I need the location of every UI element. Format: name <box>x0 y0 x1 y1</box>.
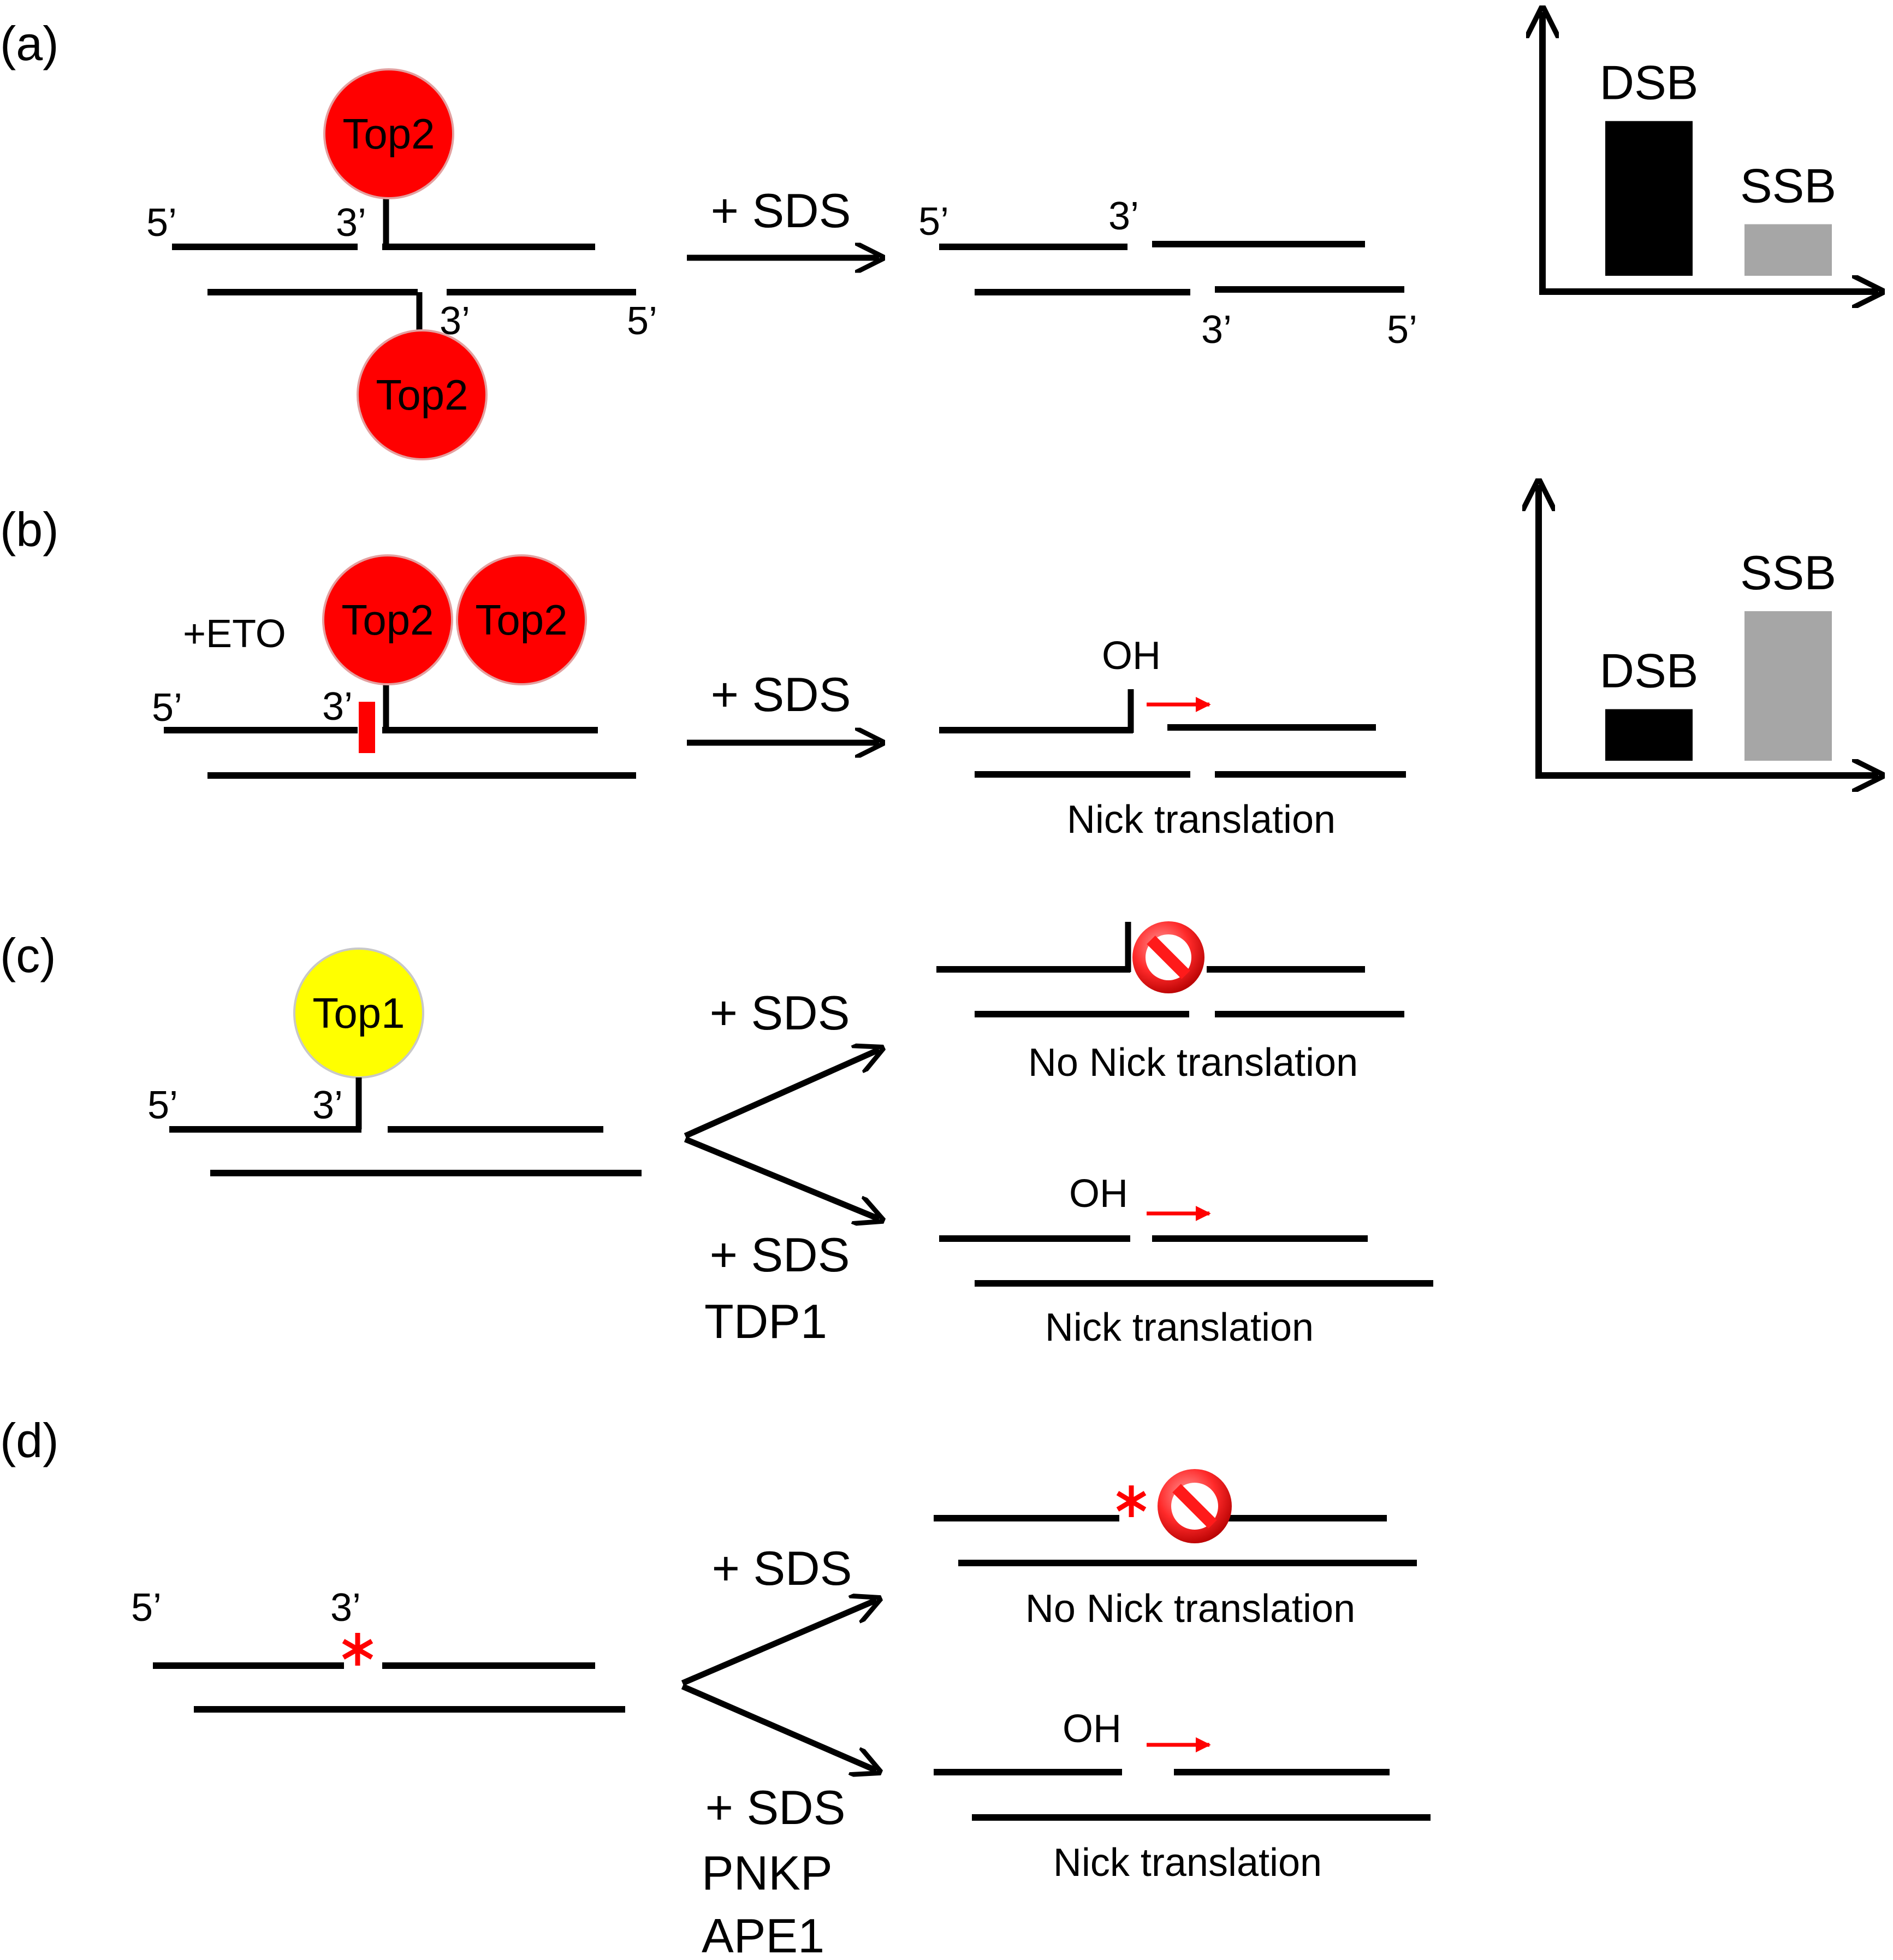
oh-label: OH <box>1102 634 1161 678</box>
panel-c: (c) Top1 5’ 3’ + SDS + SDS TDP1 No Nick … <box>0 921 1433 1349</box>
top1-label: Top1 <box>312 989 405 1037</box>
panel-d-label: (d) <box>0 1413 59 1467</box>
treatment-bottom-label: + SDS <box>710 1228 850 1282</box>
no-entry-icon <box>1132 921 1204 993</box>
chart-b: DSB SSB <box>1535 485 1878 778</box>
end-3-label: 3’ <box>1108 194 1139 238</box>
treatment-bottom-label: PNKP <box>702 1846 833 1900</box>
outcome-bottom-label: Nick translation <box>1053 1841 1322 1885</box>
outcome-top-label: No Nick translation <box>1028 1041 1358 1085</box>
outcome-top-label: No Nick translation <box>1025 1587 1355 1631</box>
panel-d: (d) 5’ 3’ + SDS + SDS PNKP APE1 <box>0 1413 1431 1960</box>
treatment-top-label: + SDS <box>712 1541 852 1595</box>
panel-a-label: (a) <box>0 16 59 70</box>
top2-label: Top2 <box>341 596 434 644</box>
top2-label: Top2 <box>376 371 468 419</box>
end-5-label: 5’ <box>146 201 177 245</box>
treatment-bottom-label: APE1 <box>702 1909 824 1960</box>
reaction-arrow-bottom <box>684 1136 879 1219</box>
treatment-label: + SDS <box>711 183 851 238</box>
red-asterisk-icon <box>342 1633 373 1666</box>
reaction-arrow-top <box>681 1600 876 1686</box>
outcome-bottom-label: Nick translation <box>1045 1306 1314 1349</box>
top2-protein <box>323 68 454 199</box>
reaction-arrow-bottom <box>681 1683 876 1770</box>
bar-label-ssb: SSB <box>1740 159 1836 213</box>
bar-label-dsb: DSB <box>1600 56 1699 110</box>
panel-c-label: (c) <box>0 928 56 982</box>
etoposide-mark <box>359 702 375 753</box>
end-3-label: 3’ <box>330 1586 361 1630</box>
outcome-label: Nick translation <box>1067 798 1336 842</box>
bar-dsb <box>1605 709 1693 761</box>
oh-label: OH <box>1069 1172 1128 1216</box>
panel-b-label: (b) <box>0 502 59 556</box>
end-3-label: 3’ <box>336 201 366 245</box>
drug-label: +ETO <box>183 612 286 656</box>
end-3-label: 3’ <box>1201 308 1232 352</box>
top2-protein <box>357 329 488 460</box>
end-3-label: 3’ <box>440 299 470 343</box>
end-5-label: 5’ <box>1387 308 1417 352</box>
end-3-label: 3’ <box>312 1083 343 1127</box>
treatment-bottom-label: + SDS <box>705 1780 846 1834</box>
bar-ssb <box>1744 224 1832 276</box>
end-5-label: 5’ <box>147 1083 178 1127</box>
top2-label: Top2 <box>475 596 567 644</box>
treatment-label: + SDS <box>711 667 851 721</box>
red-asterisk-icon <box>1116 1485 1147 1517</box>
oh-label: OH <box>1063 1707 1121 1751</box>
end-3-label: 3’ <box>322 685 353 729</box>
top2-label: Top2 <box>342 110 435 158</box>
end-5-label: 5’ <box>152 686 182 730</box>
chart-a: DSB SSB <box>1539 12 1878 295</box>
no-entry-icon <box>1158 1469 1232 1543</box>
end-5-label: 5’ <box>627 299 657 343</box>
treatment-bottom-label: TDP1 <box>704 1294 827 1348</box>
reaction-arrow-top <box>684 1050 879 1139</box>
end-5-label: 5’ <box>131 1586 162 1630</box>
bar-label-dsb: DSB <box>1600 644 1699 698</box>
treatment-top-label: + SDS <box>710 986 850 1040</box>
top2-protein <box>322 554 453 685</box>
panel-b: (b) +ETO Top2 Top2 5’ 3’ + SDS OH Nick t… <box>0 502 1406 842</box>
bar-ssb <box>1744 611 1832 761</box>
top2-protein <box>456 554 587 685</box>
panel-a: (a) Top2 Top2 5’ 3’ 3’ 5’ + SDS 5’ 3’ 3’… <box>0 16 1417 460</box>
end-5-label: 5’ <box>918 200 949 244</box>
bar-dsb <box>1605 121 1693 276</box>
bar-label-ssb: SSB <box>1740 546 1836 600</box>
